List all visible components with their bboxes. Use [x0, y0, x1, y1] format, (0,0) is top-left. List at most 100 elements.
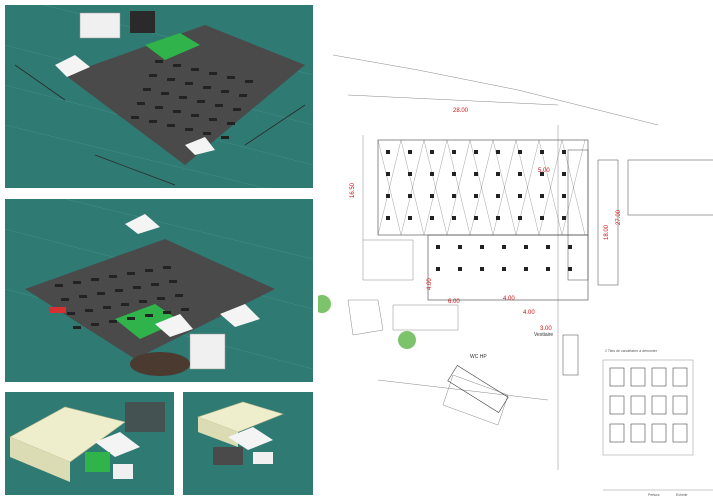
- table-mark: [474, 216, 478, 220]
- legend-furniture-icon: [630, 367, 646, 387]
- table-mark: [518, 216, 522, 220]
- table-mark: [167, 124, 175, 127]
- dim-left-height: 16.50: [350, 182, 356, 198]
- label-wc: WC HP: [470, 354, 487, 360]
- table-mark: [408, 172, 412, 176]
- table-mark: [430, 216, 434, 220]
- table-mark: [518, 194, 522, 198]
- legend-furniture-icon: [672, 423, 688, 443]
- table-mark: [562, 150, 566, 154]
- table-mark: [408, 150, 412, 154]
- tree-icon: [398, 331, 416, 349]
- table-mark: [480, 267, 484, 271]
- table-mark: [79, 295, 87, 298]
- table-mark: [452, 216, 456, 220]
- table-mark: [430, 172, 434, 176]
- table-mark: [161, 92, 169, 95]
- dim-top-width: 28.00: [453, 108, 469, 114]
- grid-cross: [423, 139, 448, 236]
- view-3d-top: [5, 5, 313, 188]
- table-mark: [185, 128, 193, 131]
- table-mark: [85, 309, 93, 312]
- table-mark: [540, 216, 544, 220]
- table-mark: [408, 216, 412, 220]
- table-mark: [233, 108, 241, 111]
- table-mark: [133, 286, 141, 289]
- table-mark: [458, 245, 462, 249]
- table-mark: [452, 194, 456, 198]
- table-mark: [73, 281, 81, 284]
- table-mark: [203, 132, 211, 135]
- table-mark: [562, 194, 566, 198]
- event-floor: [65, 25, 305, 165]
- legend-box: [602, 359, 694, 456]
- legend-title: 2 Tiles de candelabre à démonter: [605, 349, 658, 353]
- label-vestiaire: Vestiaire: [534, 332, 553, 338]
- table-mark: [452, 150, 456, 154]
- table-mark: [239, 94, 247, 97]
- legend-furniture-icon: [630, 395, 646, 415]
- table-mark: [167, 78, 175, 81]
- table-mark: [145, 314, 153, 317]
- table-mark: [131, 116, 139, 119]
- legend-furniture-icon: [651, 367, 667, 387]
- table-mark: [546, 267, 550, 271]
- table-mark: [408, 194, 412, 198]
- table-mark: [143, 88, 151, 91]
- table-mark: [480, 245, 484, 249]
- table-mark: [524, 245, 528, 249]
- table-mark: [436, 245, 440, 249]
- cabin: [79, 12, 121, 39]
- legend-furniture-icon: [651, 395, 667, 415]
- grid-cross: [377, 139, 402, 236]
- table-mark: [127, 272, 135, 275]
- cabin-2: [130, 11, 155, 33]
- site-plan: 28.00 16.50 27.00 18.00 5.00 4.00 6.00 4…: [318, 54, 713, 497]
- table-mark: [209, 72, 217, 75]
- table-mark: [67, 312, 75, 315]
- table-mark: [227, 76, 235, 79]
- legend-furniture-icon: [672, 395, 688, 415]
- dim-bottom-a: 4.00: [427, 278, 433, 290]
- table-mark: [496, 194, 500, 198]
- legend-furniture-icon: [672, 367, 688, 387]
- table-mark: [436, 267, 440, 271]
- table-mark: [502, 245, 506, 249]
- dim-mid-a: 5.00: [538, 168, 550, 174]
- table-mark: [474, 150, 478, 154]
- tree-icon: [318, 295, 331, 313]
- table-mark: [562, 216, 566, 220]
- table-mark: [169, 280, 177, 283]
- table-mark: [562, 172, 566, 176]
- view-3d-middle: [5, 199, 313, 382]
- table-mark: [163, 266, 171, 269]
- table-mark: [496, 216, 500, 220]
- table-mark: [137, 102, 145, 105]
- table-mark: [109, 275, 117, 278]
- view-3d-top-drawing: [5, 5, 313, 188]
- dim-mid-b: 4.00: [503, 296, 515, 302]
- table-mark: [115, 289, 123, 292]
- table-mark: [518, 150, 522, 154]
- table-mark: [452, 172, 456, 176]
- table-mark: [245, 80, 253, 83]
- dim-mid-e: 3.00: [540, 326, 552, 332]
- cabin-2: [130, 352, 190, 376]
- table-mark: [502, 267, 506, 271]
- table-mark: [185, 82, 193, 85]
- table-mark: [209, 118, 217, 121]
- table-mark: [155, 60, 163, 63]
- table-mark: [227, 122, 235, 125]
- table-mark: [221, 90, 229, 93]
- table-mark: [149, 120, 157, 123]
- view-3d-middle-drawing: [5, 199, 313, 376]
- table-mark: [91, 278, 99, 281]
- table-mark: [386, 150, 390, 154]
- table-mark: [173, 110, 181, 113]
- table-mark: [540, 150, 544, 154]
- table-mark: [191, 68, 199, 71]
- table-mark: [91, 323, 99, 326]
- table-mark: [386, 172, 390, 176]
- table-mark: [181, 308, 189, 311]
- legend-furniture-icon: [609, 423, 625, 443]
